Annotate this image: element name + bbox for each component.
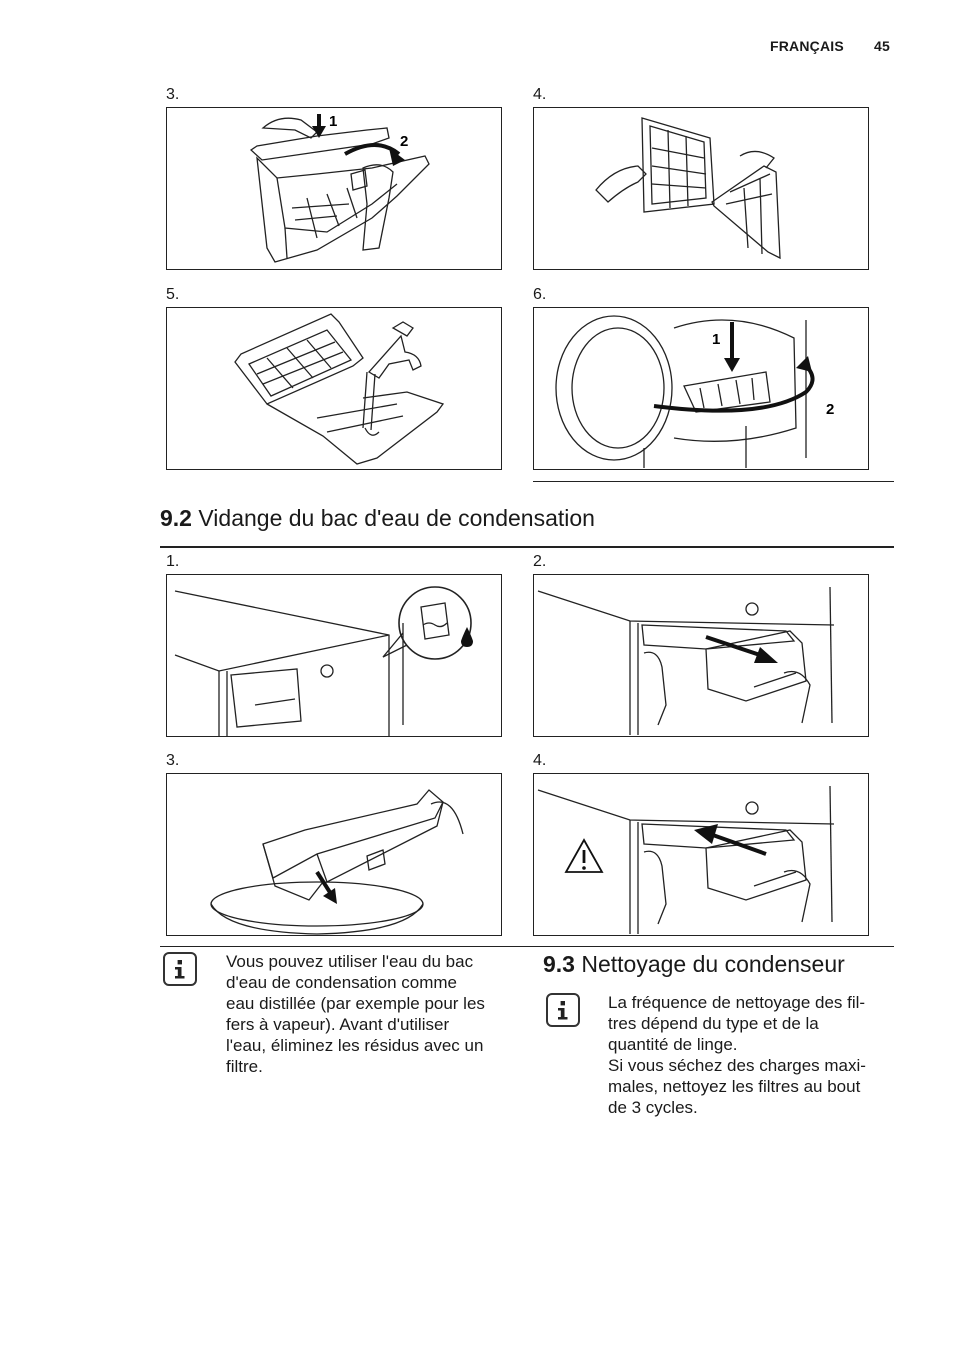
- section-divider: [160, 946, 894, 947]
- filter-step-label-3: 3.: [166, 86, 180, 103]
- info-icon: [163, 952, 197, 986]
- note-line: tres dépend du type et de la: [608, 1014, 819, 1033]
- drain-step-label-1: 1.: [166, 553, 180, 570]
- drain-step-label-3: 3.: [166, 752, 180, 769]
- filter-open-illustration: [595, 117, 781, 260]
- filter-insert-illustration: 1 2: [555, 315, 834, 468]
- drain-note-text: Vous pouvez utiliser l'eau du bac d'eau …: [226, 951, 485, 1077]
- note-line: quantité de linge.: [608, 1035, 738, 1054]
- section-underline: [160, 546, 894, 548]
- note-line: de 3 cycles.: [608, 1098, 698, 1117]
- section-title: Nettoyage du condenseur: [581, 951, 845, 977]
- filter-step-label-4: 4.: [533, 86, 547, 103]
- filter-step-5-illustration: [166, 307, 502, 470]
- section-number: 9.2: [160, 505, 192, 531]
- container-empty-illustration: [210, 789, 464, 935]
- note-line: filtre.: [226, 1057, 263, 1076]
- condenser-note-text: La fréquence de nettoyage des fil- tres …: [608, 992, 866, 1118]
- drain-step-1-illustration: [166, 574, 502, 737]
- section-9-2-heading: 9.2 Vidange du bac d'eau de condensation: [160, 505, 595, 532]
- warning-icon: [564, 838, 604, 873]
- filter-step-6-illustration: 1 2: [533, 307, 869, 470]
- note-line: d'eau de condensation comme: [226, 973, 458, 992]
- page-number: 45: [874, 38, 890, 54]
- filter-step-3-illustration: 1 2: [166, 107, 502, 270]
- note-line: l'eau, éliminez les résidus avec un: [226, 1036, 484, 1055]
- info-icon: [546, 993, 580, 1027]
- section-divider: [533, 481, 894, 482]
- page-header: FRANÇAIS 45: [770, 38, 890, 54]
- note-line: eau distillée (par exemple pour les: [226, 994, 485, 1013]
- note-line: fers à vapeur). Avant d'utiliser: [226, 1015, 450, 1034]
- callout-1: 1: [329, 113, 337, 130]
- drain-step-2-illustration: [533, 574, 869, 737]
- note-line: Si vous séchez des charges maxi-: [608, 1056, 866, 1075]
- drain-step-4-illustration: [533, 773, 869, 936]
- section-title: Vidange du bac d'eau de condensation: [198, 505, 595, 531]
- dryer-water-indicator-illustration: [174, 586, 473, 736]
- callout-1: 1: [712, 331, 720, 348]
- note-line: La fréquence de nettoyage des fil-: [608, 993, 866, 1012]
- container-pull-out-illustration: [537, 586, 835, 735]
- filter-step-label-5: 5.: [166, 286, 180, 303]
- filter-lift-illustration: 1 2: [249, 113, 430, 263]
- filter-step-4-illustration: [533, 107, 869, 270]
- drain-step-3-illustration: [166, 773, 502, 936]
- section-9-3-heading: 9.3 Nettoyage du condenseur: [543, 951, 845, 978]
- filter-step-label-6: 6.: [533, 286, 547, 303]
- container-push-in-illustration: [537, 785, 835, 934]
- note-line: males, nettoyez les filtres au bout: [608, 1077, 861, 1096]
- callout-2: 2: [400, 133, 408, 150]
- drain-step-label-2: 2.: [533, 553, 547, 570]
- drain-step-label-4: 4.: [533, 752, 547, 769]
- filter-rinse-illustration: [234, 313, 445, 465]
- language-label: FRANÇAIS: [769, 38, 844, 54]
- section-number: 9.3: [543, 951, 575, 977]
- callout-2: 2: [826, 401, 834, 418]
- note-line: Vous pouvez utiliser l'eau du bac: [226, 952, 474, 971]
